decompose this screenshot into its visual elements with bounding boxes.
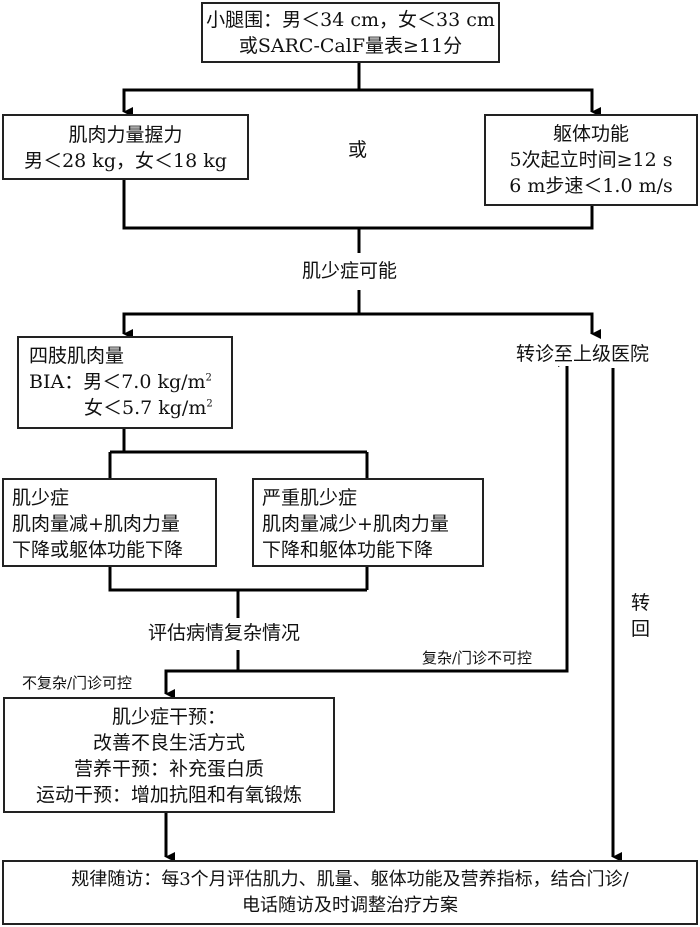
connector-complex-branch — [238, 357, 569, 673]
superscript-2: 2 — [206, 398, 213, 410]
connector-to-referral — [359, 312, 601, 339]
severe-sarcopenia-box: 严重肌少症 肌肉量减少+肌肉力量 下降和躯体功能下降 — [252, 478, 484, 567]
complex-uncontrolled-label: 复杂/门诊不可控 — [422, 649, 533, 667]
transfer-back-char-1: 转 — [631, 592, 651, 614]
severe-sarcopenia-title: 严重肌少症 — [262, 487, 358, 509]
connector-to-function — [359, 88, 601, 117]
follow-up-line-1: 规律随访：每3个月评估肌力、肌量、躯体功能及营养指标，结合门诊/ — [71, 869, 629, 890]
gait-speed-criteria: 6 m步速＜1.0 m/s — [509, 175, 673, 197]
exercise-intervention: 运动干预：增加抗阻和有氧锻炼 — [35, 784, 302, 806]
bia-female-criteria: 女＜5.7 kg/m2 — [29, 395, 231, 421]
transfer-back-char-2: 回 — [631, 618, 651, 640]
sarcopenia-criteria-1: 肌肉量减+肌肉力量 — [12, 513, 180, 535]
follow-up-line-2: 电话随访及时调整治疗方案 — [242, 895, 458, 916]
sarcopenia-criteria-2: 下降或躯体功能下降 — [12, 539, 184, 561]
superscript-2: 2 — [205, 372, 212, 384]
severe-sarcopenia-criteria-1: 肌肉量减少+肌肉力量 — [262, 513, 449, 535]
possible-sarcopenia-label: 肌少症可能 — [302, 259, 398, 283]
assess-complexity-label: 评估病情复杂情况 — [148, 621, 301, 645]
screening-line-1: 小腿围：男＜34 cm，女＜33 cm — [206, 9, 495, 31]
intervention-box: 肌少症干预： 改善不良生活方式 营养干预：补充蛋白质 运动干预：增加抗阻和有氧锻… — [3, 697, 335, 813]
connector-to-limb — [122, 312, 359, 339]
physical-function-title: 躯体功能 — [552, 123, 629, 145]
nutrition-intervention: 营养干预：补充蛋白质 — [73, 758, 264, 780]
not-complex-controlled-label: 不复杂/门诊可控 — [22, 674, 133, 692]
limb-muscle-mass-box: 四肢肌肉量 BIA：男＜7.0 kg/m2 女＜5.7 kg/m2 — [17, 336, 233, 429]
bia-female-text: 女＜5.7 kg/m — [84, 397, 207, 419]
connector-sarcopenia-down — [108, 566, 367, 592]
chair-stand-criteria: 5次起立时间≥12 s — [509, 149, 673, 171]
follow-up-box: 规律随访：每3个月评估肌力、肌量、躯体功能及营养指标，结合门诊/ 电话随访及时调… — [2, 860, 698, 925]
bia-male-text: BIA：男＜7.0 kg/m — [29, 371, 206, 393]
sarcopenia-title: 肌少症 — [12, 487, 70, 509]
sarcopenia-box: 肌少症 肌肉量减+肌肉力量 下降或躯体功能下降 — [2, 478, 217, 567]
grip-strength-box: 肌肉力量握力 男＜28 kg，女＜18 kg — [2, 114, 249, 180]
bia-male-criteria: BIA：男＜7.0 kg/m2 — [29, 369, 231, 395]
grip-strength-criteria: 男＜28 kg，女＜18 kg — [24, 150, 227, 172]
connector-to-grip — [122, 88, 359, 117]
transfer-back-label: 转 回 — [631, 590, 650, 642]
intervention-title: 肌少症干预： — [111, 706, 226, 728]
lifestyle-intervention: 改善不良生活方式 — [92, 732, 245, 754]
referral-label: 转诊至上级医院 — [516, 342, 650, 366]
or-label: 或 — [348, 138, 368, 162]
connector-simple-branch — [164, 669, 238, 699]
screening-box: 小腿围：男＜34 cm，女＜33 cm 或SARC-CalF量表≥11分 — [201, 2, 500, 63]
physical-function-box: 躯体功能 5次起立时间≥12 s 6 m步速＜1.0 m/s — [484, 114, 698, 206]
grip-strength-title: 肌肉力量握力 — [68, 124, 183, 146]
severe-sarcopenia-criteria-2: 下降和躯体功能下降 — [262, 539, 434, 561]
limb-muscle-mass-title: 四肢肌肉量 — [29, 345, 125, 367]
screening-line-2: 或SARC-CalF量表≥11分 — [238, 35, 463, 57]
